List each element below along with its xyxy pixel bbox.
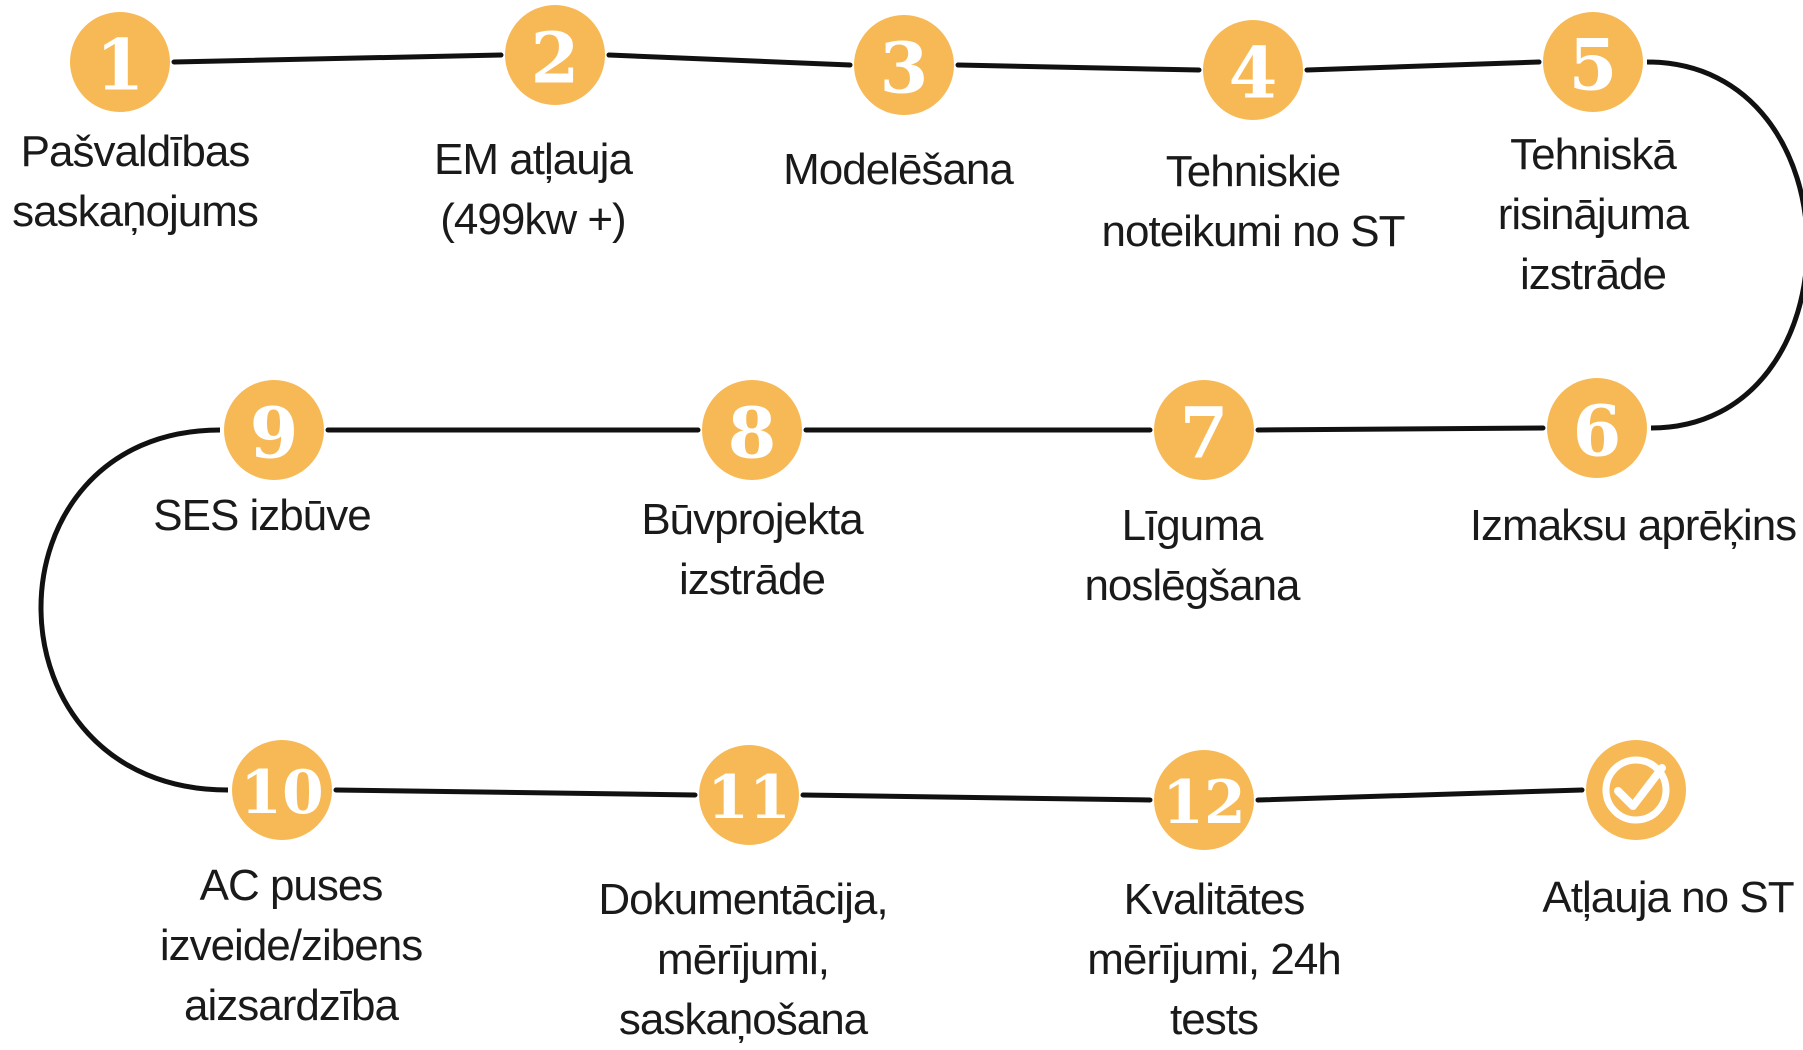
connector-line <box>171 52 504 65</box>
step-label-line: EM atļauja <box>434 135 633 184</box>
step-label: Pašvaldības saskaņojums <box>0 122 315 242</box>
connector-line <box>1255 787 1585 803</box>
step-number: 9 <box>250 392 299 475</box>
step-label-line: Kvalitātes <box>1123 875 1306 924</box>
step-label-line: SES izbūve <box>153 491 371 540</box>
step-number: 6 <box>1573 390 1622 473</box>
step-circle <box>505 5 605 105</box>
step-label-line: Modelēšana <box>783 145 1014 194</box>
step-label-line: risinājuma <box>1497 190 1690 239</box>
step-label: Dokumentācija, mērījumi, saskaņošana <box>563 870 923 1050</box>
connector-lines <box>38 52 1803 803</box>
step-number: 4 <box>1229 32 1278 115</box>
step-label: Modelēšana <box>718 140 1078 200</box>
step-label: Būvprojekta izstrāde <box>572 490 932 610</box>
step-label-line: Atļauja no ST <box>1542 873 1794 922</box>
step-node-4: 4 <box>1203 20 1303 120</box>
step-node-final <box>1586 740 1686 840</box>
step-circle <box>1203 20 1303 120</box>
step-circle <box>1154 750 1254 850</box>
step-label-line: Izmaksu aprēķins <box>1469 501 1797 550</box>
step-label-line: Līguma noslēgšana <box>1084 501 1300 610</box>
connector-curve-right <box>1646 59 1803 431</box>
step-node-6: 6 <box>1547 378 1647 478</box>
step-label: Kvalitātes mērījumi, 24h tests <box>1034 870 1394 1050</box>
step-circle <box>232 740 332 840</box>
step-number: 3 <box>880 27 929 110</box>
step-number: 11 <box>707 763 791 833</box>
step-label-line: aizsardzība <box>183 981 399 1030</box>
step-circle <box>854 15 954 115</box>
step-number: 1 <box>96 24 145 107</box>
step-node-2: 2 <box>505 5 605 105</box>
connector-line <box>606 52 853 68</box>
step-circle <box>70 12 170 112</box>
step-label-line: saskaņojums <box>12 187 259 236</box>
step-number: 10 <box>240 758 324 828</box>
connector-line <box>1304 59 1542 73</box>
connector-line <box>955 62 1202 73</box>
step-circle <box>1154 380 1254 480</box>
step-label-line: Būvprojekta <box>641 495 863 544</box>
step-circle <box>1543 12 1643 112</box>
step-label-line: mērījumi, <box>657 935 830 984</box>
step-circle <box>1586 740 1686 840</box>
connector-line <box>333 787 698 798</box>
step-number: 2 <box>531 17 580 100</box>
step-label: Tehniskie noteikumi no ST <box>1073 142 1433 262</box>
step-node-11: 11 <box>699 745 799 845</box>
step-label-line: izstrāde <box>1519 250 1667 299</box>
step-circle <box>224 380 324 480</box>
step-label-line: AC puses <box>199 861 384 910</box>
step-node-5: 5 <box>1543 12 1643 112</box>
step-label-line: saskaņošana <box>618 995 868 1044</box>
connector-line <box>1255 425 1546 433</box>
step-label: EM atļauja (499kw +) <box>353 130 713 250</box>
step-label-line: noteikumi no ST <box>1101 207 1406 256</box>
step-node-8: 8 <box>702 380 802 480</box>
step-label-line: Tehniskie <box>1165 147 1341 196</box>
step-node-10: 10 <box>232 740 332 840</box>
connector-line <box>800 792 1153 803</box>
step-label-line: Tehniskā <box>1510 130 1677 179</box>
step-node-1: 1 <box>70 12 170 112</box>
step-number: 7 <box>1180 392 1229 475</box>
step-label: Tehniskā risinājuma izstrāde <box>1413 125 1773 305</box>
step-circle <box>1547 378 1647 478</box>
connector-curve-left <box>38 427 229 793</box>
step-circle <box>699 745 799 845</box>
step-label: Līguma noslēgšana <box>1012 496 1372 616</box>
step-label-line: mērījumi, 24h <box>1087 935 1342 984</box>
step-label: Izmaksu aprēķins <box>1453 496 1803 556</box>
step-node-9: 9 <box>224 380 324 480</box>
step-node-7: 7 <box>1154 380 1254 480</box>
step-number: 5 <box>1569 24 1618 107</box>
step-label-line: tests <box>1170 995 1259 1044</box>
step-label-line: Pašvaldības <box>20 127 251 176</box>
step-circle <box>702 380 802 480</box>
step-label-line: izveide/zibens <box>159 921 423 970</box>
step-label: AC puses izveide/zibens aizsardzība <box>111 856 471 1036</box>
step-label-line: izstrāde <box>678 555 826 604</box>
check-circle-icon <box>1602 756 1670 824</box>
step-label-line: (499kw +) <box>440 195 626 244</box>
step-label-line: Dokumentācija, <box>598 875 888 924</box>
step-number: 12 <box>1162 768 1246 838</box>
step-label: SES izbūve <box>82 486 442 546</box>
step-node-3: 3 <box>854 15 954 115</box>
step-node-12: 12 <box>1154 750 1254 850</box>
step-label: Atļauja no ST <box>1488 868 1803 928</box>
step-number: 8 <box>728 392 777 475</box>
